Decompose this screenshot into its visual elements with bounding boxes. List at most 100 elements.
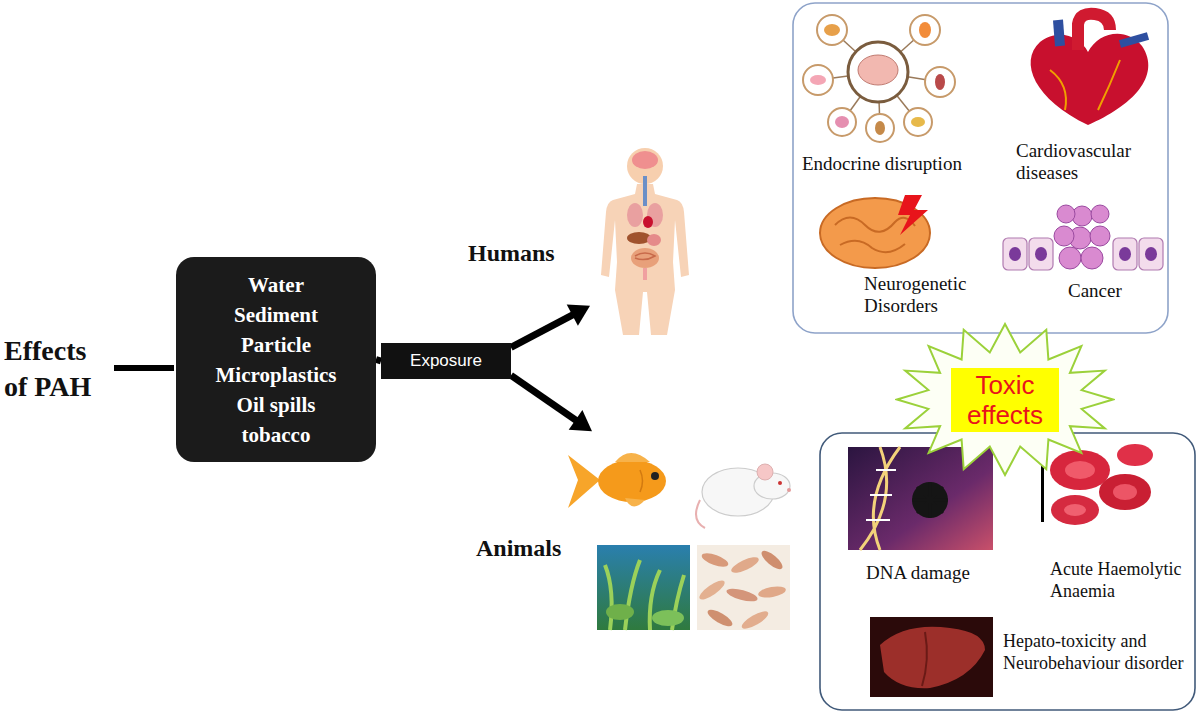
cancer-cells-icon-part-part (1145, 247, 1157, 261)
source-item: Oil spills (216, 390, 337, 420)
star-shape (897, 324, 1113, 475)
animal-effects-panel (820, 433, 1195, 710)
label-slot: DNA damage (866, 562, 1006, 584)
coral-reef-image-part (606, 604, 634, 620)
title-link-line (114, 365, 174, 371)
cancer-cells-icon-part-part (1029, 238, 1053, 270)
liver-image-part (880, 627, 985, 688)
endocrine-icon-part (824, 24, 840, 36)
liver-image (870, 617, 993, 697)
goldfish-image (568, 453, 666, 508)
endocrine-icon-part (911, 117, 925, 127)
effect-caption: Hepato-toxicity and Neurobehaviour disor… (1003, 630, 1191, 674)
human-effects-panel (793, 3, 1168, 333)
dna-damage-image-part (866, 470, 896, 520)
cancer-cells-icon-part-part (1081, 247, 1103, 269)
endocrine-icon-part (835, 116, 849, 128)
cancer-cells-icon-part-part (1057, 205, 1075, 223)
endocrine-icon-part (935, 74, 945, 90)
label-slot: Effects of PAH (4, 333, 104, 405)
liver-image-part (870, 617, 993, 697)
group-heading: Humans (468, 238, 583, 268)
human-figure-part (627, 203, 643, 227)
cancer-cells-icon-part-part (1009, 247, 1021, 261)
endocrine-icon-part (858, 55, 898, 85)
human-figure-part (632, 151, 658, 169)
animal-target: Animals (592, 425, 792, 635)
shrimp-image-part (697, 545, 790, 630)
endocrine-icon-part (919, 22, 931, 38)
figure-title: Effects of PAH (4, 333, 104, 405)
red-blood-cells-image (1041, 444, 1153, 525)
heading-slot: Animals (476, 533, 586, 563)
shrimp-image-part (725, 586, 758, 604)
brain-icon-part (898, 195, 928, 235)
endocrine-icon-part (904, 108, 932, 136)
source-item: Water (216, 270, 337, 300)
heart-icon-part (1098, 60, 1120, 110)
human-figure-part (647, 234, 661, 246)
human-target: Humans (590, 140, 700, 335)
label-slot: Cardiovascular diseases (1016, 140, 1156, 184)
shrimp-image-part (697, 577, 727, 602)
source-item: tobacco (216, 420, 337, 450)
endocrine-icon-part (910, 15, 940, 45)
heart-icon-part (1031, 34, 1149, 125)
endocrine-icon-part (875, 121, 885, 135)
dna-damage-image-part (912, 482, 948, 518)
red-blood-cells-image-part (1065, 461, 1095, 479)
label-slot: Endocrine disruption (802, 153, 1002, 175)
heart-icon-part (1058, 20, 1060, 46)
cancer-cells-icon-part-part (1139, 238, 1163, 270)
goldfish-image-part (615, 453, 650, 462)
shrimp-image-part (757, 585, 786, 600)
label-slot: Cancer (1068, 280, 1158, 302)
arrow-head (567, 304, 590, 325)
cancer-cells-icon-part-part (1003, 238, 1027, 270)
coral-reef-image (597, 545, 690, 630)
source-item: Particle (216, 330, 337, 360)
coral-reef-image-part (605, 560, 684, 630)
source-item: Sediment (216, 300, 337, 330)
shrimp-image-part (729, 554, 760, 576)
endocrine-icon-part (803, 65, 833, 95)
dna-damage-image-part (912, 482, 948, 518)
shrimp-image-part (700, 551, 730, 570)
human-figure-part (601, 184, 689, 335)
human-figure-part (635, 253, 655, 260)
brain-icon (820, 195, 930, 268)
effect-caption: Acute Haemolytic Anaemia (1050, 558, 1190, 602)
cancer-cells-icon-part-part (1090, 226, 1110, 246)
text-stack: Toxic effects (951, 368, 1059, 432)
human-figure-part (643, 268, 647, 280)
mouse-image (696, 464, 791, 528)
dna-damage-image-part (860, 447, 900, 550)
exposure-bar: Exposure (381, 343, 511, 379)
human-figure (601, 148, 689, 335)
effect-caption: Cancer (1068, 280, 1158, 302)
mouse-image-part (787, 488, 791, 492)
coral-reef-image-part (597, 545, 690, 630)
human-figure-part (627, 232, 651, 244)
cancer-cells-icon-part (1054, 205, 1110, 269)
connector-arrow (511, 375, 592, 431)
red-blood-cells-image-part (1050, 450, 1110, 490)
cancer-cells-icon (1003, 205, 1163, 270)
red-blood-cells-image-part (1051, 495, 1099, 525)
label-slot: Acute Haemolytic Anaemia (1050, 558, 1190, 602)
heart-icon-part (1050, 70, 1066, 110)
shrimp-image-part (740, 608, 771, 632)
human-figure-part (643, 216, 653, 228)
arrow-head (569, 410, 592, 431)
effect-caption: Endocrine disruption (802, 153, 1002, 175)
label-slot: Neurogenetic Disorders (864, 273, 989, 317)
goldfish-image-part (640, 470, 643, 492)
connector-arrow (511, 304, 590, 347)
liver-image-part (922, 632, 927, 686)
endocrine-icon-part (817, 15, 847, 45)
label-slot: Hepato-toxicity and Neurobehaviour disor… (1003, 630, 1191, 674)
cancer-cells-icon-part-part (1035, 247, 1047, 261)
exposure-label: Exposure (410, 350, 482, 372)
red-blood-cells-image-part (1117, 444, 1153, 466)
